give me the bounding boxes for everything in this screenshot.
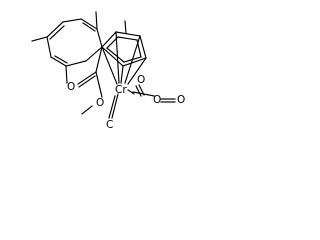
bond-ring [101, 46, 124, 67]
bond-ring [139, 35, 147, 59]
atom-labels: O O Cr O O O C [67, 74, 185, 131]
methyl-ester-group [77, 46, 103, 115]
azulene-ring-skeleton [31, 11, 103, 84]
atom-label-o: O [67, 81, 75, 93]
bond-ring [96, 28, 103, 48]
bond-ring [65, 60, 87, 67]
hapto-bonds [101, 31, 147, 85]
chromium-tricarbonyl-complex-diagram: O O Cr O O O C [31, 11, 185, 131]
carbonyl-ligands [108, 84, 176, 119]
bond-ring [122, 57, 147, 67]
bond-ring [85, 46, 103, 62]
bond-c-o1-double [138, 84, 145, 96]
five-membered-ring [101, 20, 147, 67]
atom-label-o: O [96, 97, 104, 109]
atom-label-o: O [153, 94, 161, 106]
bond-ring [62, 18, 82, 23]
bond-methyl [124, 20, 127, 34]
bond-methyl [31, 36, 48, 42]
bond-cr-ring [120, 65, 124, 84]
bond-ring-double [82, 22, 96, 32]
bond-c-o3-double [108, 95, 116, 119]
atom-label-o: O [137, 74, 145, 86]
bond-ring-double [49, 25, 65, 40]
bond-ring-to-ester [95, 46, 103, 73]
bond-ring [80, 18, 98, 30]
bond-cr-ring [101, 46, 118, 85]
bond-cr-ring [124, 35, 141, 84]
bond-methyl [65, 65, 68, 84]
atom-label-cr: Cr [115, 84, 127, 96]
bond-ester-c-o [95, 71, 103, 98]
bond-cr-co2 [132, 91, 155, 97]
bond-ring-inner [117, 36, 138, 41]
bond-ring [46, 21, 64, 38]
bond-cr-co3 [111, 93, 119, 119]
atom-label-o: O [177, 94, 185, 106]
atom-label-c: C [106, 119, 113, 131]
bond-c-o1 [135, 85, 142, 97]
bond-ring [115, 31, 141, 37]
bond-cr-ring [127, 57, 147, 85]
bond-ring [101, 31, 117, 48]
bond-o-methyl [81, 105, 93, 115]
bond-ring [50, 56, 67, 67]
bond-methyl [95, 11, 98, 30]
bond-ring-double [54, 55, 68, 64]
bond-ring-inner [106, 47, 125, 63]
bond-ester-co [77, 71, 97, 85]
bond-ester-co-double [78, 75, 96, 88]
bond-cr-co1 [127, 89, 135, 95]
bond-ring [46, 36, 52, 58]
chemical-structure-figure: O O Cr O O O C [0, 0, 217, 159]
bond-cr-ring [115, 31, 120, 84]
